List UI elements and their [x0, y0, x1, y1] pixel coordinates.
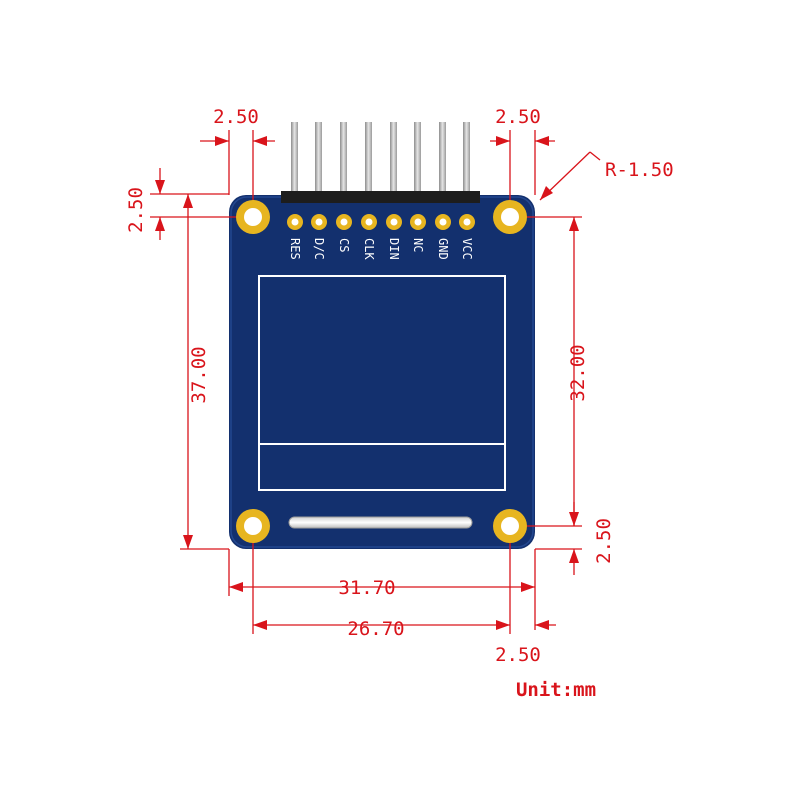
header-pin [439, 122, 446, 196]
dim-overall-height: 37.00 [188, 346, 210, 403]
header-pin [315, 122, 322, 196]
header-pin [463, 122, 470, 196]
ribbon-slot [288, 516, 473, 529]
pin-label: D/C [312, 238, 326, 260]
pin-labels: RES D/C CS CLK DIN NC GND VCC [288, 238, 474, 260]
dim-hole-spacing-horizontal: 26.70 [347, 618, 404, 640]
dim-top-right-offset: 2.50 [495, 106, 541, 128]
pin-label: CS [337, 238, 351, 252]
dim-top-left-offset: 2.50 [213, 106, 259, 128]
pin-pads [287, 214, 475, 230]
mounting-holes [236, 200, 527, 543]
header-pin [365, 122, 372, 196]
pin-label: DIN [387, 238, 401, 260]
header-pins [291, 122, 470, 196]
pin-label: RES [288, 238, 302, 260]
dimension-labels: 2.50 2.50 R-1.50 2.50 37.00 32.00 2.50 3… [125, 106, 674, 701]
header-pin [414, 122, 421, 196]
dim-right-bottom-offset: 2.50 [593, 518, 615, 564]
pcb-board [229, 195, 535, 549]
header-pin [291, 122, 298, 196]
unit-label: Unit:mm [516, 679, 596, 701]
pin-label: CLK [362, 238, 376, 260]
display-outline [258, 275, 506, 491]
header-housing [281, 191, 480, 203]
dim-hole-spacing-vertical: 32.00 [567, 344, 589, 401]
dim-corner-radius: R-1.50 [605, 159, 674, 181]
dim-overall-width: 31.70 [338, 577, 395, 599]
pin-label: GND [436, 238, 450, 260]
dimension-lines [150, 130, 601, 634]
pin-label: VCC [460, 238, 474, 260]
header-pin [390, 122, 397, 196]
pin-label: NC [411, 238, 425, 252]
dim-bottom-right-offset: 2.50 [495, 644, 541, 666]
dim-left-top-offset: 2.50 [125, 187, 147, 233]
header-pin [340, 122, 347, 196]
